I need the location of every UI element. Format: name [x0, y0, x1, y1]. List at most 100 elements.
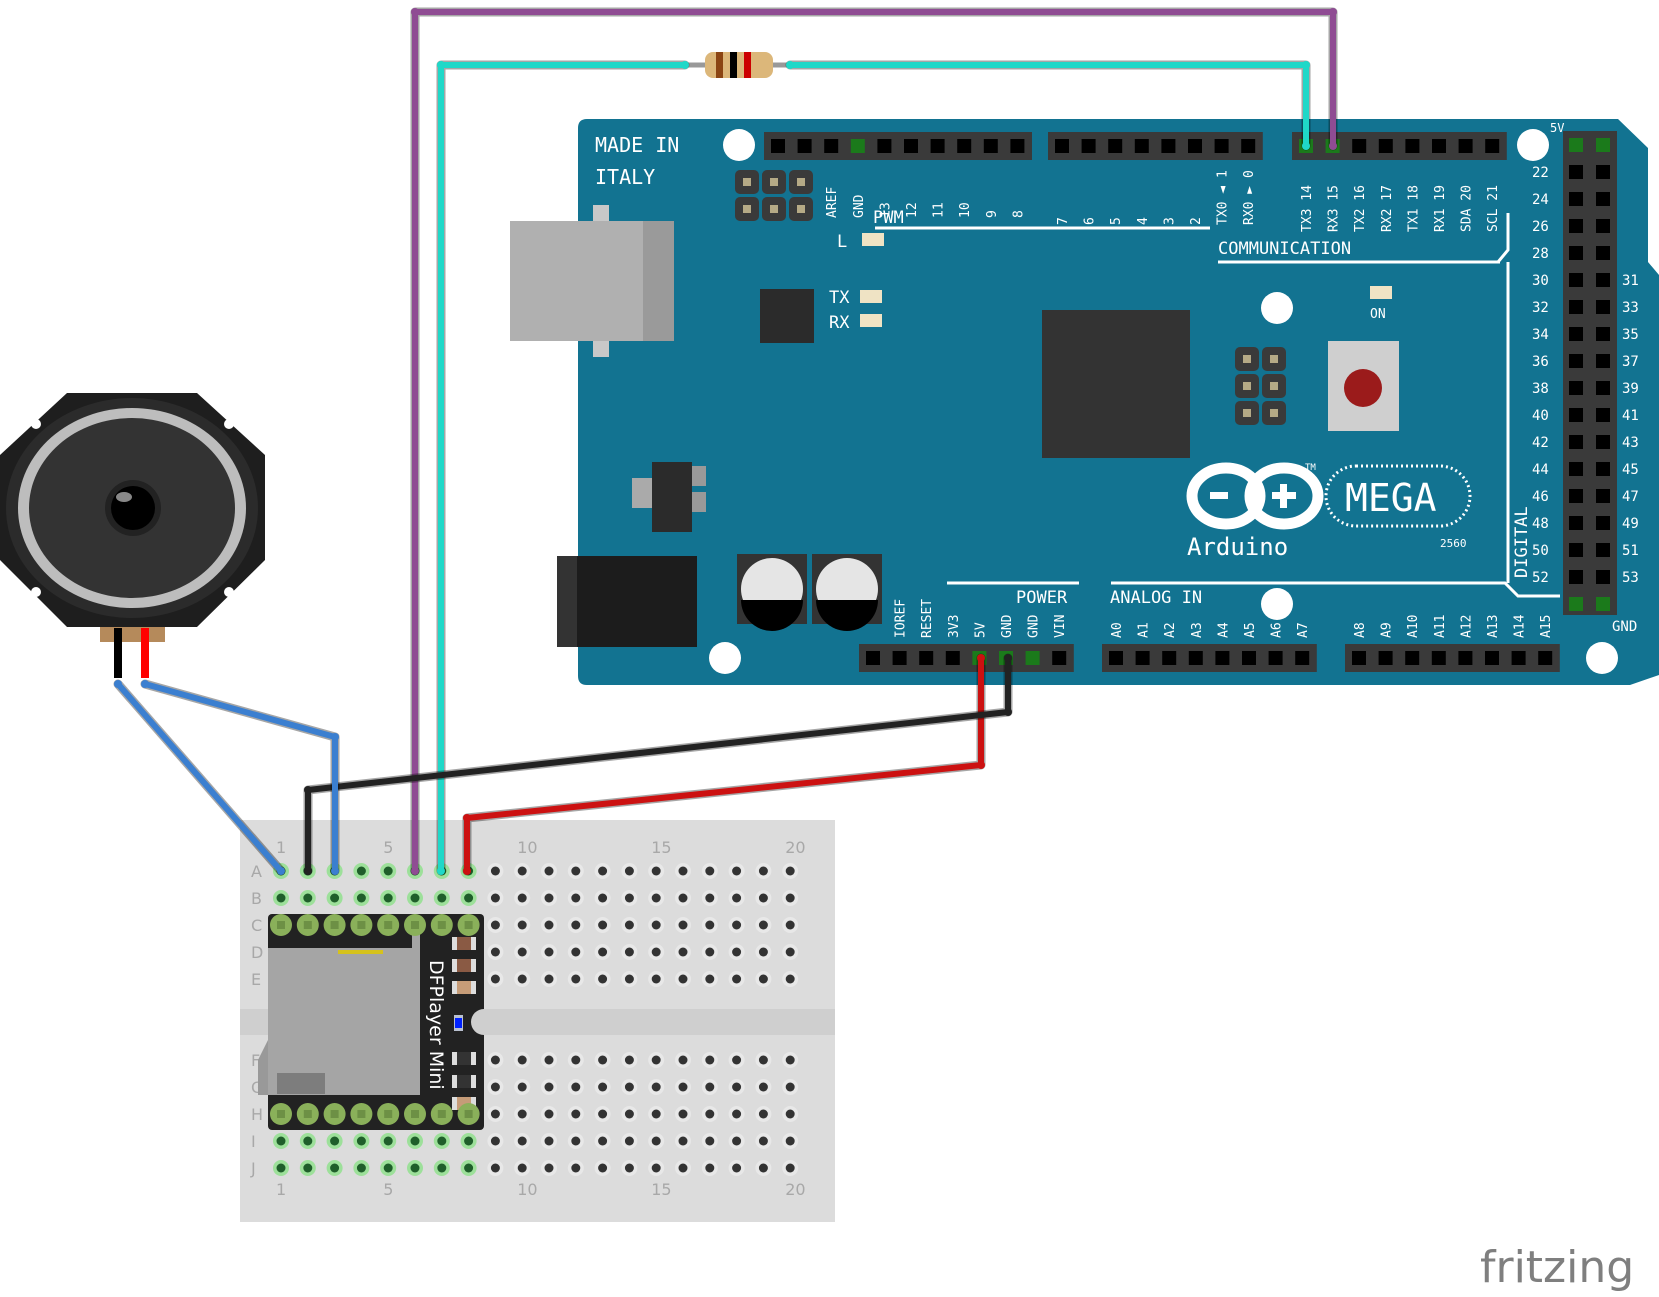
- header-pin[interactable]: [1596, 327, 1610, 341]
- header-pin[interactable]: [1569, 489, 1583, 503]
- header-pin[interactable]: [904, 139, 918, 153]
- header-pin[interactable]: [1134, 139, 1149, 153]
- header-pin[interactable]: [945, 651, 960, 665]
- header-pin[interactable]: [1352, 139, 1367, 153]
- analog-header-a0-a7: [1102, 644, 1317, 672]
- breadboard-hole-center: [598, 1136, 608, 1146]
- header-pin[interactable]: [1569, 273, 1583, 287]
- header-pin[interactable]: [1431, 651, 1446, 665]
- header-pin[interactable]: [1596, 192, 1610, 206]
- header-pin[interactable]: [1569, 192, 1583, 206]
- header-pin[interactable]: [1188, 651, 1203, 665]
- header-pin[interactable]: [1378, 651, 1393, 665]
- header-pin[interactable]: [1405, 651, 1420, 665]
- header-pin[interactable]: [1109, 651, 1123, 665]
- header-pin[interactable]: [1108, 139, 1123, 153]
- header-pin[interactable]: [1596, 435, 1610, 449]
- header-pin[interactable]: [797, 139, 812, 153]
- header-pin[interactable]: [1569, 219, 1583, 233]
- header-pin[interactable]: [1569, 327, 1583, 341]
- header-pin[interactable]: [1485, 139, 1500, 153]
- header-pin[interactable]: [1596, 219, 1610, 233]
- header-pin[interactable]: [1352, 651, 1366, 665]
- header-pin[interactable]: [1010, 139, 1025, 153]
- header-pin[interactable]: [1569, 435, 1583, 449]
- header-pin[interactable]: [957, 139, 972, 153]
- header-pin[interactable]: [1432, 139, 1446, 153]
- header-pin[interactable]: [1596, 516, 1610, 530]
- header-pin[interactable]: [1596, 543, 1610, 557]
- header-pin[interactable]: [1596, 570, 1610, 584]
- header-pin[interactable]: [1569, 408, 1583, 422]
- pin-label: A11: [1433, 615, 1448, 638]
- header-pin[interactable]: [892, 651, 907, 665]
- breadboard-hole-center: [785, 866, 795, 876]
- header-pin[interactable]: [1569, 165, 1583, 179]
- header-pin[interactable]: [1569, 516, 1583, 530]
- header-pin[interactable]: [1268, 651, 1283, 665]
- header-pin[interactable]: [1596, 408, 1610, 422]
- power-header: [859, 644, 1074, 672]
- header-pin[interactable]: [1135, 651, 1150, 665]
- header-pin[interactable]: [919, 651, 934, 665]
- pin-label: VIN: [1053, 615, 1068, 638]
- header-pin[interactable]: [1569, 543, 1583, 557]
- header-pin[interactable]: [1596, 354, 1610, 368]
- header-pin[interactable]: [1162, 651, 1177, 665]
- header-pin[interactable]: [1596, 246, 1610, 260]
- header-pin[interactable]: [1596, 381, 1610, 395]
- header-pin[interactable]: [1215, 651, 1230, 665]
- header-pin[interactable]: [1569, 300, 1583, 314]
- header-pin[interactable]: [1596, 462, 1610, 476]
- header-pin[interactable]: [1485, 651, 1499, 665]
- breadboard-hole-center: [732, 1082, 742, 1092]
- wire-gnd[interactable]: [305, 655, 1011, 874]
- header-pin[interactable]: [1569, 138, 1583, 152]
- header-pin[interactable]: [850, 139, 865, 153]
- header-pin[interactable]: [983, 139, 998, 153]
- header-pin[interactable]: [1378, 139, 1393, 153]
- pin-label: A5: [1243, 622, 1258, 638]
- pin-label: A0: [1110, 622, 1125, 638]
- header-pin[interactable]: [1188, 139, 1202, 153]
- header-pin[interactable]: [1538, 651, 1553, 665]
- header-pin[interactable]: [771, 139, 785, 153]
- breadboard-hole-center: [571, 866, 581, 876]
- header-pin[interactable]: [1025, 651, 1040, 665]
- header-pin[interactable]: [1511, 651, 1526, 665]
- header-pin[interactable]: [1052, 651, 1067, 665]
- header-pin[interactable]: [877, 139, 892, 153]
- header-pin[interactable]: [1081, 139, 1096, 153]
- header-pin[interactable]: [824, 139, 839, 153]
- header-pin[interactable]: [1596, 273, 1610, 287]
- wire-5v[interactable]: [464, 655, 984, 874]
- header-pin[interactable]: [1458, 139, 1473, 153]
- header-pin[interactable]: [866, 651, 880, 665]
- header-pin[interactable]: [1161, 139, 1176, 153]
- header-pin[interactable]: [1596, 138, 1610, 152]
- header-pin[interactable]: [1295, 651, 1310, 665]
- wire-rx3[interactable]: [412, 9, 1336, 874]
- header-pin[interactable]: [1596, 489, 1610, 503]
- breadboard-hole-center: [303, 893, 313, 903]
- header-pin[interactable]: [1569, 381, 1583, 395]
- header-pin[interactable]: [1241, 139, 1256, 153]
- header-pin[interactable]: [1569, 246, 1583, 260]
- header-pin[interactable]: [930, 139, 945, 153]
- header-pin[interactable]: [1569, 462, 1583, 476]
- header-pin[interactable]: [1596, 300, 1610, 314]
- header-pin[interactable]: [1242, 651, 1256, 665]
- header-pin[interactable]: [1458, 651, 1473, 665]
- header-pin[interactable]: [1214, 139, 1229, 153]
- header-pin[interactable]: [1596, 597, 1610, 611]
- reset-button[interactable]: [1328, 341, 1399, 431]
- header-pin[interactable]: [1596, 165, 1610, 179]
- wire-speaker-negative[interactable]: [115, 681, 284, 874]
- header-pin[interactable]: [1569, 570, 1583, 584]
- header-pin[interactable]: [1405, 139, 1420, 153]
- breadboard-hole-center: [517, 974, 527, 984]
- header-pin[interactable]: [1569, 354, 1583, 368]
- header-pin[interactable]: [1055, 139, 1069, 153]
- pin-label: 13: [878, 202, 893, 218]
- header-pin[interactable]: [1569, 597, 1583, 611]
